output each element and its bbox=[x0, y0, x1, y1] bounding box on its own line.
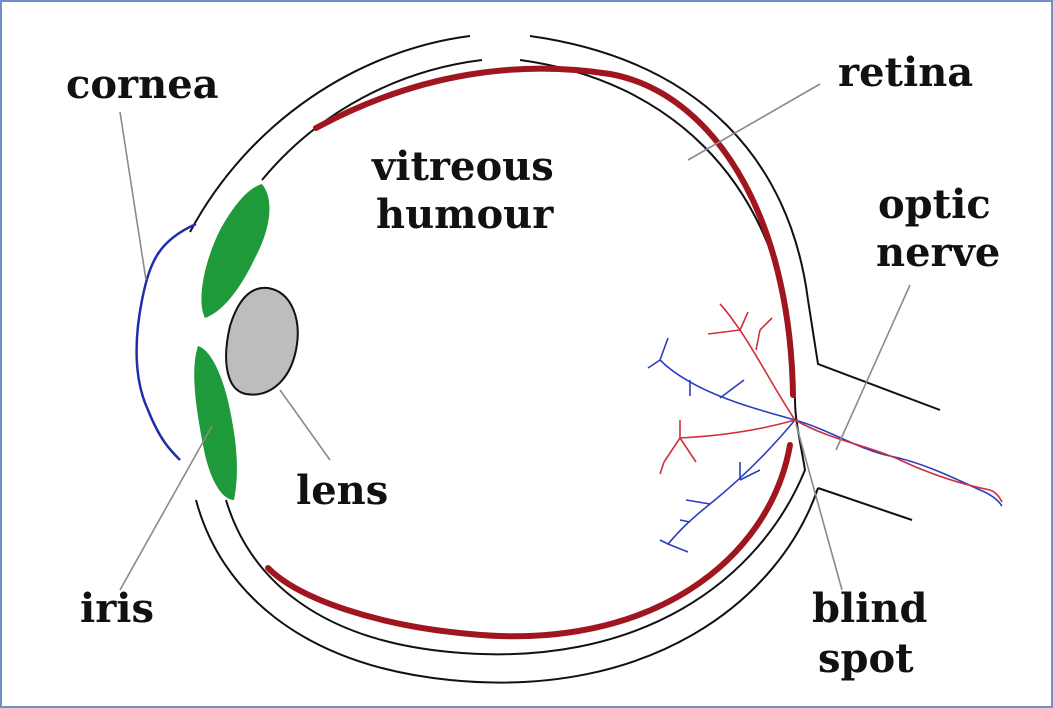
label-nerve: nerve bbox=[876, 229, 1000, 276]
retina-leader bbox=[688, 84, 820, 160]
cornea-leader bbox=[120, 112, 146, 280]
optic-nerve-leader bbox=[836, 285, 910, 450]
label-iris: iris bbox=[80, 585, 154, 632]
lens-leader bbox=[280, 390, 330, 460]
veins bbox=[648, 338, 1002, 552]
label-humour: humour bbox=[376, 191, 554, 238]
label-vitreous: vitreous bbox=[371, 143, 554, 190]
blind-spot-leader bbox=[796, 424, 842, 590]
label-retina: retina bbox=[838, 49, 973, 96]
label-cornea: cornea bbox=[66, 61, 219, 108]
cornea bbox=[137, 224, 196, 460]
label-optic: optic bbox=[878, 181, 991, 228]
label-blind: blind bbox=[812, 585, 927, 632]
lens bbox=[226, 288, 298, 395]
arteries bbox=[660, 304, 1002, 502]
label-spot: spot bbox=[818, 635, 914, 682]
label-lens: lens bbox=[296, 467, 388, 514]
